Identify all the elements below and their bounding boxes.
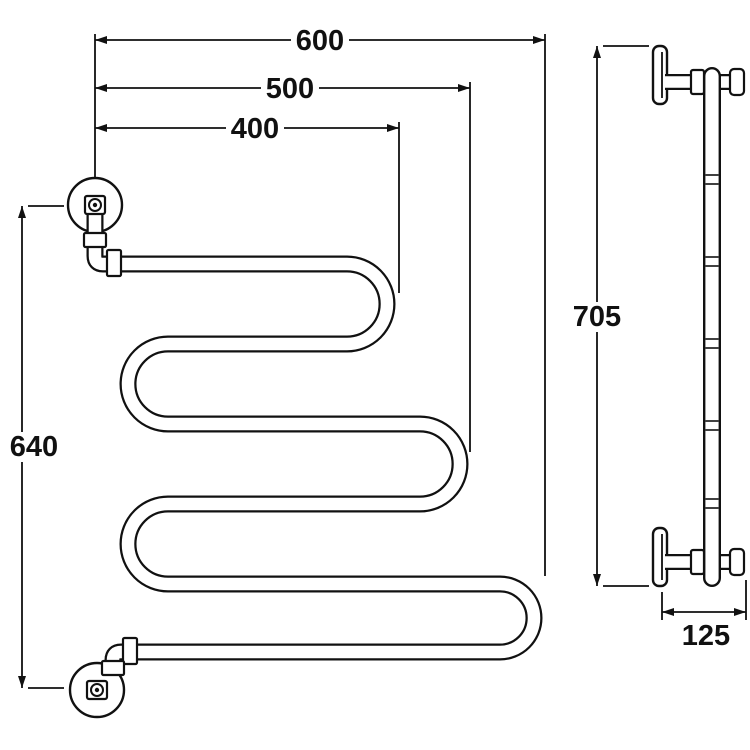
dim-640-label: 640 <box>10 431 58 463</box>
dim-500-label: 500 <box>266 73 314 105</box>
bottom-bracket-collar <box>689 548 706 576</box>
side-top-wall-plate <box>651 44 669 106</box>
bottom-flange-fitting <box>85 679 109 701</box>
front-view <box>66 176 543 719</box>
side-view <box>651 44 746 588</box>
serpentine-pipe-outline <box>86 212 543 676</box>
dimension-front-width-outer: 600 <box>94 25 546 576</box>
bottom-stub-nut <box>100 659 126 677</box>
bottom-elbow-nut <box>121 636 139 666</box>
bottom-wall-flange <box>68 661 126 719</box>
serpentine-pipe-core <box>88 212 541 676</box>
dim-600-label: 600 <box>296 25 344 57</box>
dimension-side-height: 705 <box>568 45 649 587</box>
dim-400-label: 400 <box>231 113 279 145</box>
top-bracket-collar <box>689 68 706 96</box>
dimension-front-width-inner: 400 <box>95 113 400 293</box>
rail-joint-marks <box>705 174 719 509</box>
top-flange-fitting <box>83 194 107 216</box>
top-elbow-nut <box>105 248 123 278</box>
top-stub-nut <box>82 231 108 249</box>
dimension-front-height: 640 <box>5 205 64 689</box>
dim-125-label: 125 <box>682 620 730 652</box>
dimension-side-depth: 125 <box>661 580 747 652</box>
bottom-bracket-end-cap <box>728 547 746 577</box>
side-bottom-wall-plate <box>651 526 669 588</box>
dim-705-label: 705 <box>573 301 621 333</box>
dimension-front-width-middle: 500 <box>95 73 471 452</box>
top-bracket-end-cap <box>728 67 746 97</box>
